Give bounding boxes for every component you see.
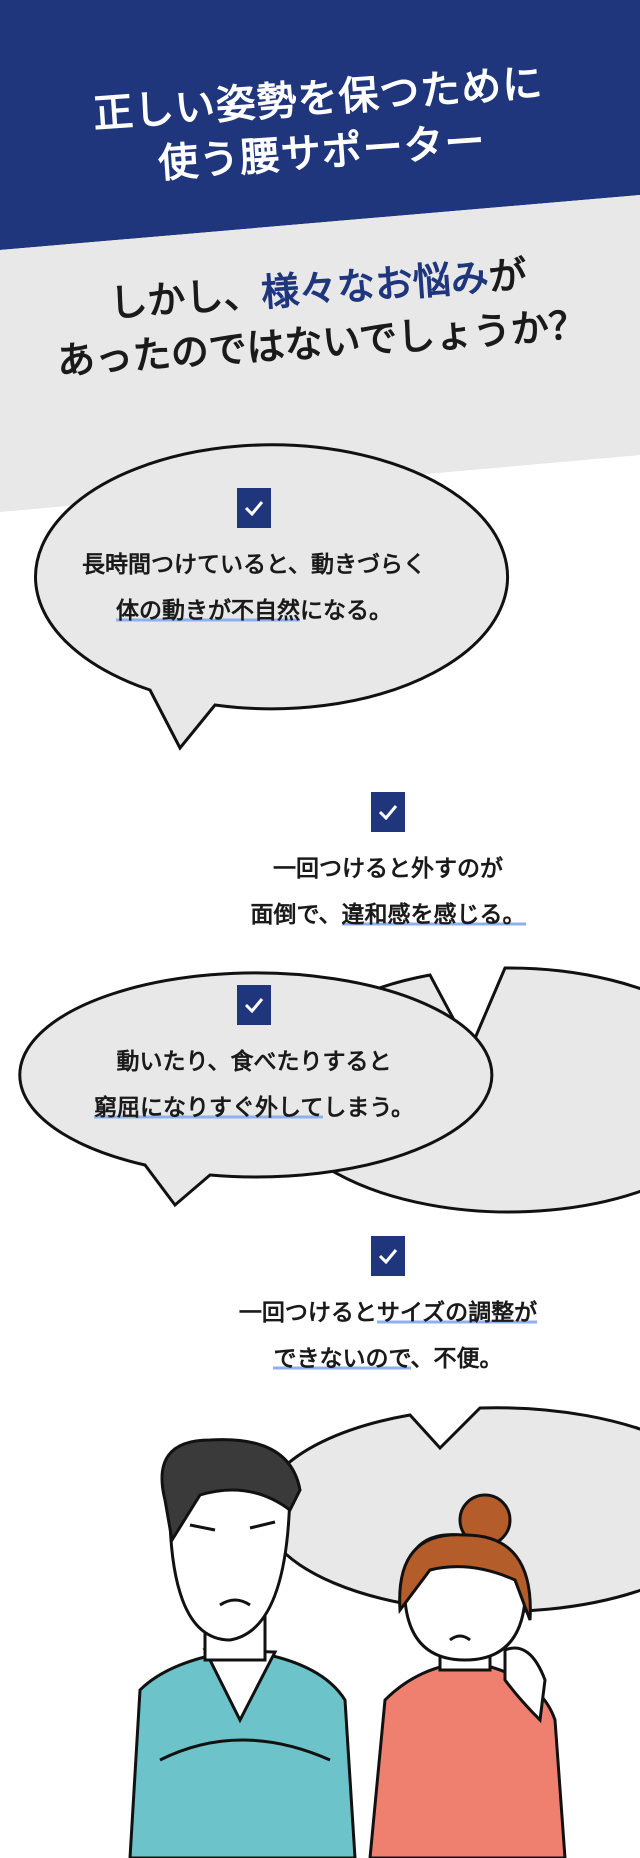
- worry-item-1: 長時間つけていると、動きづらく 体の動きが不自然になる。: [18, 488, 490, 634]
- subheading-pre: しかし、: [108, 271, 263, 326]
- worried-woman-illustration: [368, 1493, 567, 1858]
- worry-text: 、不便。: [410, 1346, 503, 1372]
- checkbox-checked-icon: [371, 792, 405, 832]
- subheading-post: が: [487, 252, 529, 300]
- worry-item-3: 動いたり、食べたりすると 窮屈になりすぐ外してしまう。: [18, 985, 490, 1131]
- worry-highlight: 体の動きが不自然: [116, 598, 300, 624]
- worry-highlight: サイズの調整が: [376, 1300, 538, 1326]
- worry-line-1: 動いたり、食べたりすると: [116, 1049, 392, 1075]
- worry-text: になる。: [300, 598, 392, 624]
- worry-line-1: 一回つけると外すのが: [273, 856, 503, 882]
- speech-bubble-1: [34, 443, 509, 751]
- worried-man-illustration: [128, 1438, 357, 1858]
- worry-highlight: 窮屈になりすぐ外して: [94, 1095, 324, 1121]
- worry-highlight: 違和感を感じる。: [341, 902, 526, 928]
- checkbox-checked-icon: [237, 985, 271, 1025]
- worry-text: しまう。: [323, 1095, 414, 1121]
- worry-item-4: 一回つけるとサイズの調整が できないので、不便。: [154, 1236, 622, 1382]
- worry-text: 面倒で、: [250, 902, 342, 928]
- header-band: [0, 0, 640, 250]
- worry-line-1: 長時間つけていると、動きづらく: [81, 552, 427, 578]
- checkbox-checked-icon: [371, 1236, 405, 1276]
- speech-bubble-3: [18, 971, 494, 1208]
- worry-highlight: できないので: [273, 1346, 411, 1372]
- worry-item-2: 一回つけると外すのが 面倒で、違和感を感じる。: [152, 792, 624, 938]
- worry-text: 一回つけると: [238, 1300, 377, 1326]
- checkbox-checked-icon: [237, 488, 271, 528]
- subheading-band: [0, 195, 640, 512]
